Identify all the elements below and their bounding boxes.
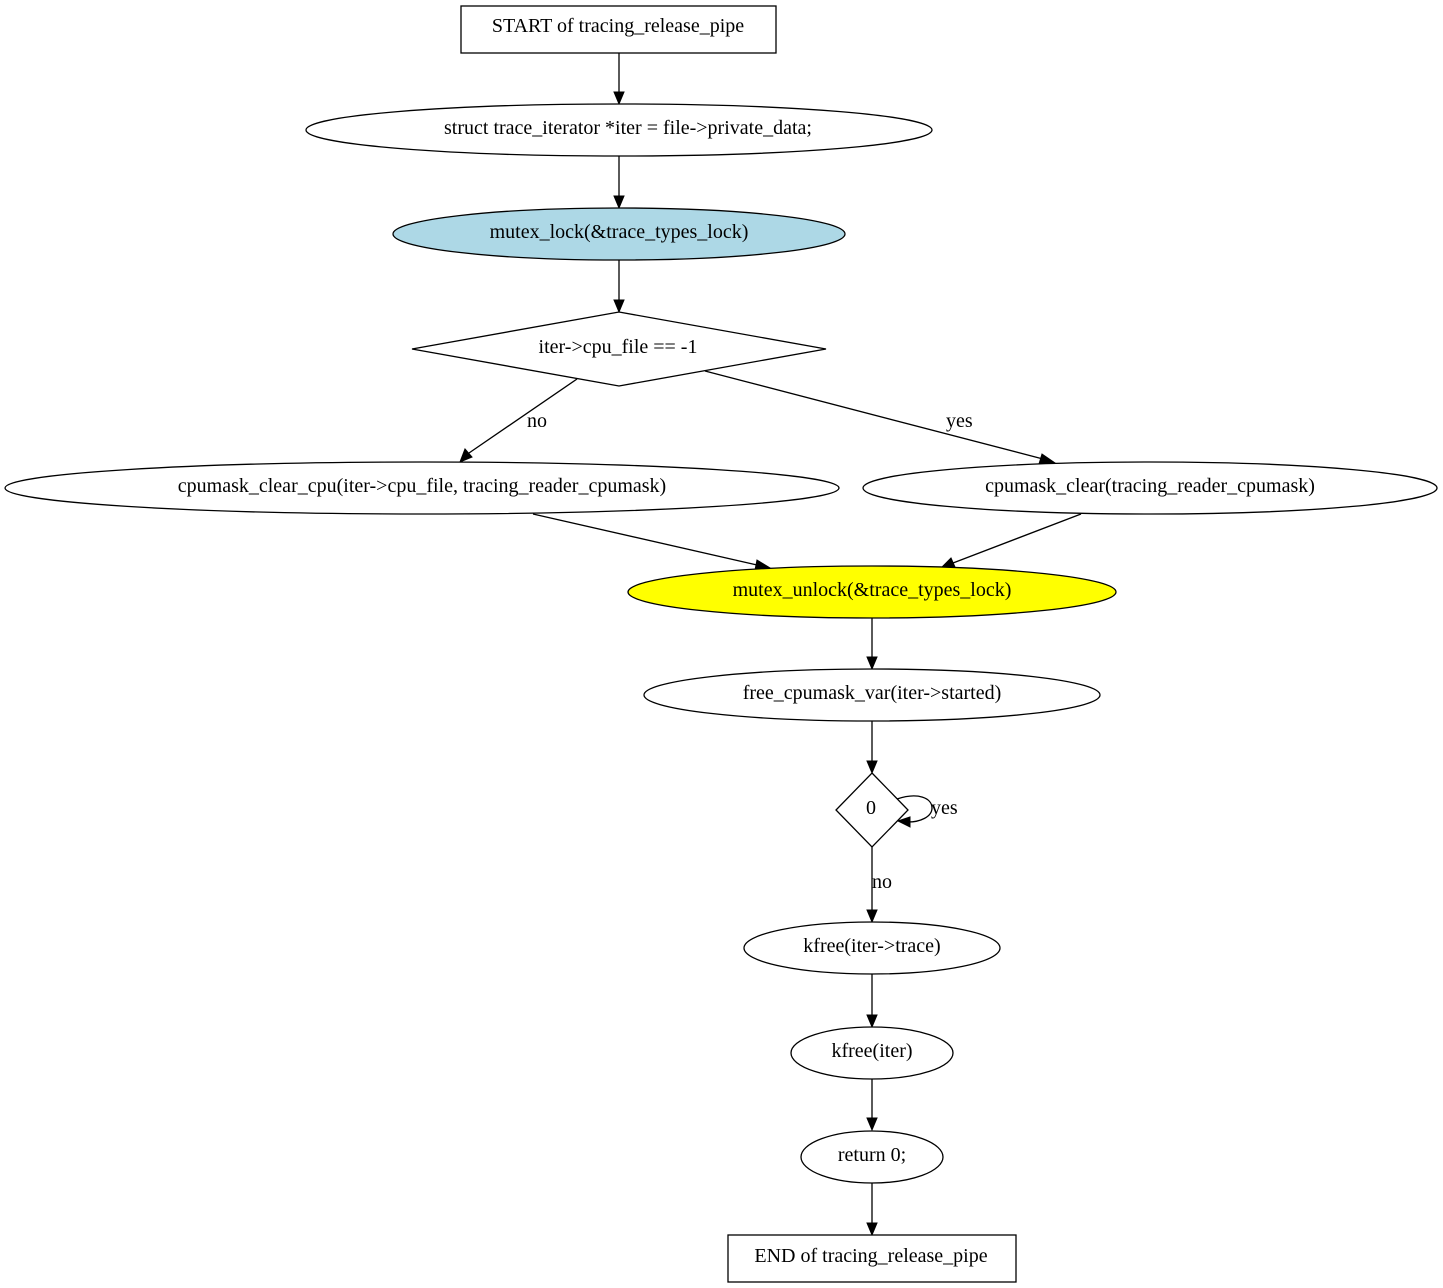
edge-arrowhead <box>866 656 878 671</box>
edge-arrowhead <box>459 448 473 463</box>
edge-arrowhead <box>613 299 625 314</box>
node-clear-all: cpumask_clear(tracing_reader_cpumask) <box>862 461 1438 515</box>
node-zero-condition: 0 <box>835 772 909 848</box>
edge-zero-loop-yes <box>896 795 933 823</box>
edge-arrowhead <box>866 760 878 775</box>
node-iter-decl-label: struct trace_iterator *iter = file->priv… <box>444 117 812 139</box>
edge-arrowhead <box>613 195 625 210</box>
node-iter-decl: struct trace_iterator *iter = file->priv… <box>305 103 933 157</box>
node-mutex-unlock: mutex_unlock(&trace_types_lock) <box>627 565 1117 619</box>
edge-arrowhead <box>866 909 878 924</box>
node-zero-condition-label: 0 <box>866 797 876 819</box>
node-end: END of tracing_release_pipe <box>727 1234 1017 1283</box>
edge-label-no: no <box>527 410 547 432</box>
edge-arrowhead <box>866 1222 878 1237</box>
nodes: START of tracing_release_pipe struct tra… <box>4 5 1438 1283</box>
node-free-cpumask: free_cpumask_var(iter->started) <box>643 668 1101 722</box>
node-cpu-file-condition-label: iter->cpu_file == -1 <box>539 336 698 358</box>
edge-clear-cpu-to-unlock <box>532 513 758 566</box>
edge-label-loop-yes: yes <box>931 797 958 819</box>
edge-clear-all-to-unlock <box>952 513 1082 564</box>
node-free-cpumask-label: free_cpumask_var(iter->started) <box>743 682 1002 704</box>
edge-arrowhead <box>1038 453 1057 465</box>
node-kfree-iter-label: kfree(iter) <box>831 1040 912 1062</box>
node-start-label: START of tracing_release_pipe <box>492 15 744 37</box>
edges: no yes yes no <box>459 53 1082 1237</box>
edge-label-yes: yes <box>946 410 973 432</box>
edge-arrowhead <box>896 816 911 828</box>
node-clear-cpu: cpumask_clear_cpu(iter->cpu_file, tracin… <box>4 461 840 515</box>
node-kfree-trace: kfree(iter->trace) <box>743 921 1001 975</box>
edge-label-loop-no: no <box>872 871 892 893</box>
node-return: return 0; <box>800 1130 944 1184</box>
edge-arrowhead <box>866 1014 878 1029</box>
node-mutex-lock-label: mutex_lock(&trace_types_lock) <box>490 221 749 243</box>
edge-arrowhead <box>613 91 625 106</box>
node-mutex-lock: mutex_lock(&trace_types_lock) <box>392 207 846 261</box>
node-cpu-file-condition: iter->cpu_file == -1 <box>411 311 827 387</box>
node-kfree-trace-label: kfree(iter->trace) <box>803 935 940 957</box>
node-mutex-unlock-label: mutex_unlock(&trace_types_lock) <box>733 579 1012 601</box>
node-start: START of tracing_release_pipe <box>460 5 777 54</box>
node-end-label: END of tracing_release_pipe <box>754 1245 987 1267</box>
node-clear-all-label: cpumask_clear(tracing_reader_cpumask) <box>985 475 1315 497</box>
node-clear-cpu-label: cpumask_clear_cpu(iter->cpu_file, tracin… <box>178 475 666 497</box>
edge-arrowhead <box>866 1117 878 1132</box>
edge-condition-no <box>468 378 578 454</box>
edge-condition-yes <box>704 370 1044 460</box>
node-return-label: return 0; <box>838 1144 906 1166</box>
node-kfree-iter: kfree(iter) <box>790 1026 954 1080</box>
